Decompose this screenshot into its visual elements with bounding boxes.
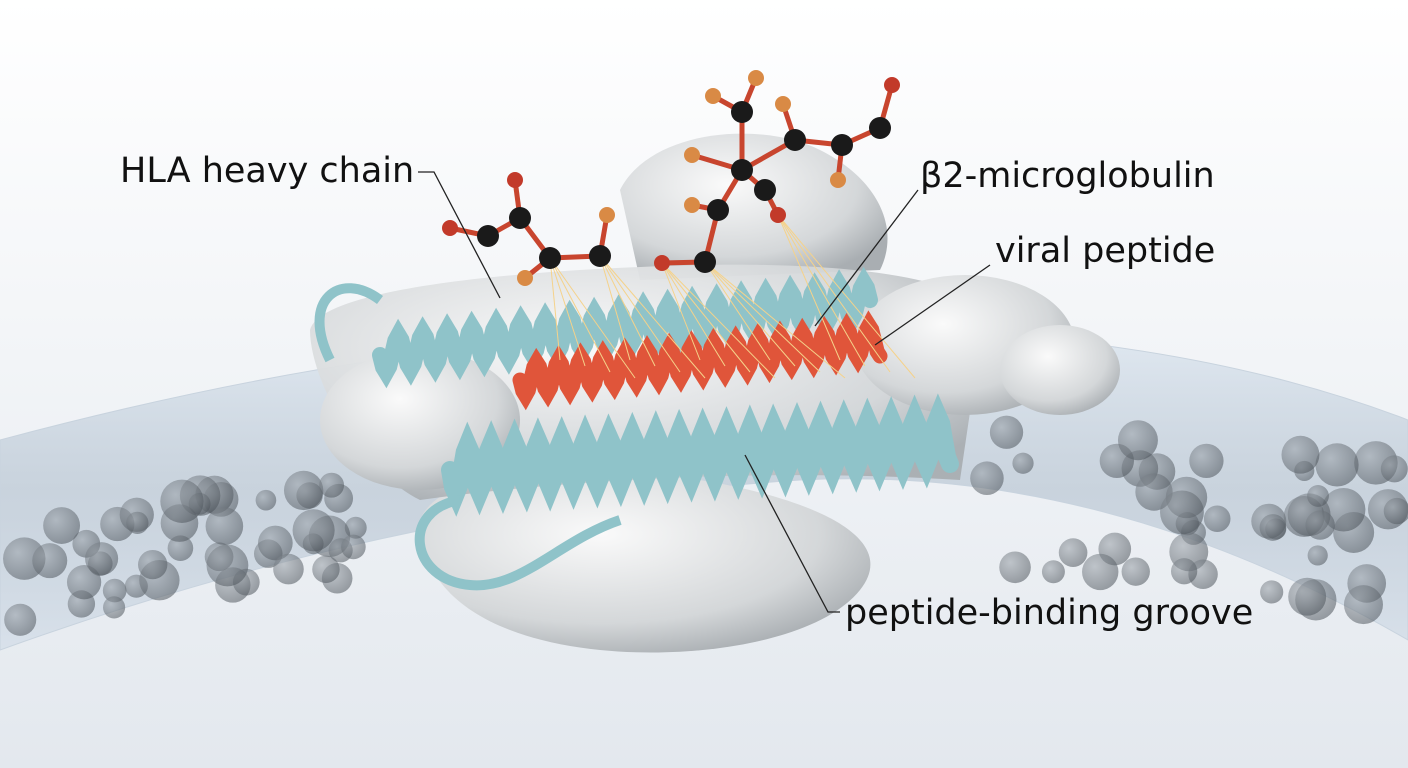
membrane-bead	[1171, 558, 1197, 584]
atom	[775, 96, 791, 112]
membrane-bead	[1344, 585, 1383, 624]
membrane-bead	[4, 604, 36, 636]
membrane-bead	[160, 480, 203, 523]
membrane-bead	[1082, 554, 1118, 590]
atom	[694, 251, 716, 273]
atom	[869, 117, 891, 139]
membrane-bead	[1288, 578, 1326, 616]
membrane-bead	[1059, 538, 1088, 567]
membrane-bead	[32, 543, 67, 578]
atom	[707, 199, 729, 221]
membrane-bead	[43, 507, 80, 544]
membrane-bead	[1189, 444, 1223, 478]
atom	[477, 225, 499, 247]
label-peptide-binding-groove: peptide-binding groove	[845, 593, 1253, 633]
membrane-bead	[103, 596, 125, 618]
atom	[748, 70, 764, 86]
atom	[754, 179, 776, 201]
atom	[731, 159, 753, 181]
membrane-bead	[206, 507, 244, 545]
label-b2-microglobulin: β2-microglobulin	[920, 156, 1215, 196]
atom	[507, 172, 523, 188]
atom	[509, 207, 531, 229]
membrane-bead	[999, 551, 1031, 583]
atom	[731, 101, 753, 123]
atom	[770, 207, 786, 223]
label-viral-peptide: viral peptide	[995, 231, 1215, 271]
membrane-bead	[284, 471, 323, 510]
membrane-bead	[138, 550, 167, 579]
membrane-bead	[1122, 557, 1150, 585]
membrane-bead	[1260, 514, 1287, 541]
atom	[830, 172, 846, 188]
membrane-bead	[1042, 560, 1065, 583]
membrane-bead	[1308, 545, 1328, 565]
membrane-bead	[1281, 436, 1319, 474]
membrane-bead	[970, 461, 1004, 495]
membrane-bead	[256, 490, 277, 511]
membrane-bead	[990, 416, 1023, 449]
atom	[684, 147, 700, 163]
membrane-bead	[319, 473, 344, 498]
membrane-bead	[1307, 485, 1329, 507]
atom	[705, 88, 721, 104]
membrane-bead	[85, 542, 118, 575]
membrane-bead	[293, 509, 335, 551]
label-hla-heavy-chain: HLA heavy chain	[120, 151, 414, 191]
atom	[684, 197, 700, 213]
membrane-bead	[273, 554, 304, 585]
atom	[539, 247, 561, 269]
membrane-bead	[1160, 490, 1204, 534]
atom	[589, 245, 611, 267]
membrane-bead	[1315, 443, 1358, 486]
atom	[654, 255, 670, 271]
membrane-bead	[1260, 580, 1283, 603]
membrane-bead	[1305, 510, 1334, 539]
membrane-bead	[207, 544, 249, 586]
atom	[599, 207, 615, 223]
atom	[442, 220, 458, 236]
atom	[884, 77, 900, 93]
membrane-bead	[1204, 505, 1231, 532]
membrane-bead	[1381, 455, 1408, 482]
membrane-bead	[126, 512, 148, 534]
atom	[831, 134, 853, 156]
atom	[784, 129, 806, 151]
membrane-bead	[1012, 453, 1033, 474]
atom	[517, 270, 533, 286]
membrane-bead	[1118, 420, 1158, 460]
membrane-bead	[341, 535, 366, 560]
